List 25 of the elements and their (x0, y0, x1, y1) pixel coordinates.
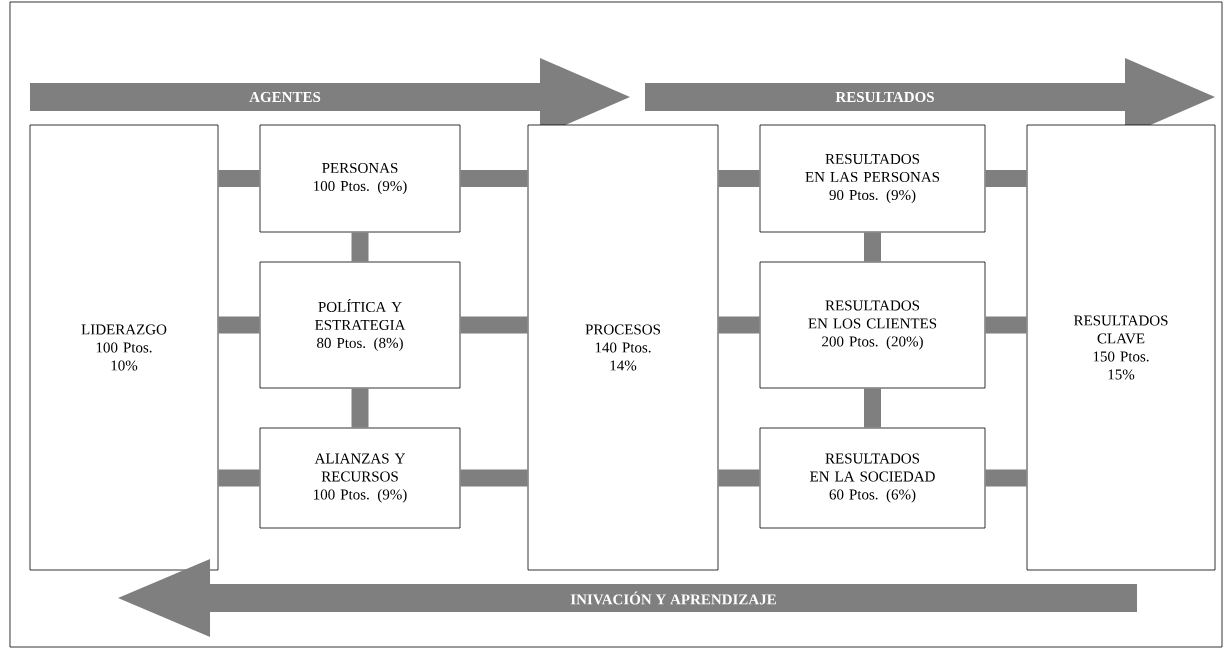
connector-bar (718, 469, 760, 487)
connector-bar (864, 388, 881, 428)
criterion-box: RESULTADOS EN LAS PERSONAS 90 Ptos. (9%) (759, 124, 986, 233)
connector-bar (218, 469, 260, 487)
criterion-box: RESULTADOS EN LA SOCIEDAD 60 Ptos. (6%) (759, 427, 986, 529)
connector-bar (218, 316, 260, 334)
connector-bar (460, 170, 528, 187)
connector-bar (351, 388, 369, 428)
criterion-box: RESULTADOS EN LOS CLIENTES 200 Ptos. (20%) (759, 261, 986, 389)
connector-bar (218, 170, 260, 187)
criterion-box: POLÍTICA Y ESTRATEGIA 80 Ptos. (8%) (259, 261, 461, 389)
connector-bar (985, 316, 1027, 334)
connector-bar (985, 170, 1027, 187)
connector-bar (718, 316, 760, 334)
connector-bar (985, 469, 1027, 487)
connector-bar (351, 232, 369, 262)
criterion-box: PERSONAS 100 Ptos. (9%) (259, 124, 461, 233)
connector-bar (460, 469, 528, 487)
criterion-box: PROCESOS 140 Ptos. 14% (527, 124, 719, 571)
criterion-box: ALIANZAS Y RECURSOS 100 Ptos. (9%) (259, 427, 461, 529)
criterion-box: LIDERAZGO 100 Ptos. 10% (29, 124, 219, 571)
criterion-box: RESULTADOS CLAVE 150 Ptos. 15% (1026, 124, 1216, 571)
connector-bar (718, 170, 760, 187)
connector-bar (864, 232, 881, 262)
connector-bar (460, 316, 528, 334)
